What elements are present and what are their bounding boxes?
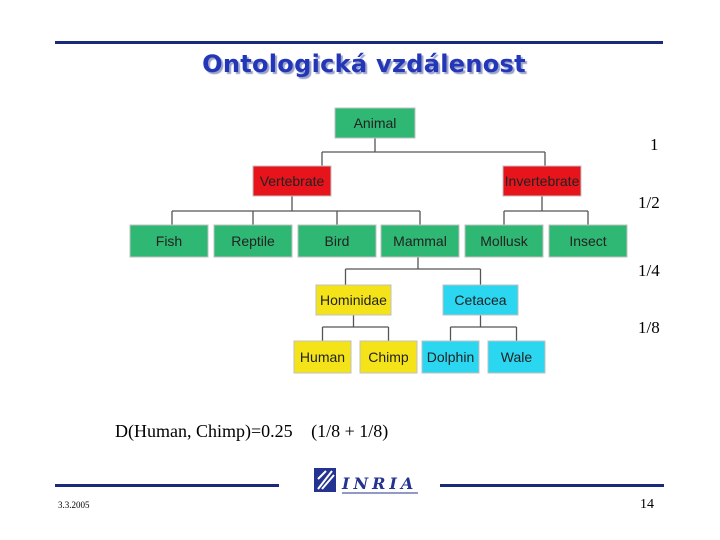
node-label: Mollusk [480, 233, 528, 249]
node-label: Cetacea [454, 292, 506, 308]
slide-title: Ontologická vzdálenost [202, 50, 526, 78]
bottom-rule-left [55, 484, 279, 487]
node-label: Mammal [393, 233, 447, 249]
node-mollusk: Mollusk [464, 224, 544, 258]
level-label-1-4: 1/4 [638, 261, 660, 280]
node-fish: Fish [129, 224, 209, 258]
level-label-1-8: 1/8 [638, 318, 660, 337]
top-rule [55, 41, 663, 44]
node-reptile: Reptile [213, 224, 293, 258]
page-number: 14 [640, 497, 654, 512]
inria-logo: INRIA [314, 468, 418, 494]
formula-sum: (1/8 + 1/8) [311, 421, 389, 441]
node-label: Bird [325, 233, 350, 249]
node-label: Wale [501, 349, 533, 365]
bottom-rule-right [440, 484, 664, 487]
level-label-1-2: 1/2 [638, 193, 660, 212]
node-label: Insect [569, 233, 606, 249]
formula-distance: D(Human, Chimp)=0.25 [115, 421, 293, 441]
node-human: Human [293, 340, 352, 374]
node-mammal: Mammal [380, 224, 460, 258]
slide-date: 3.3.2005 [58, 500, 90, 510]
node-bird: Bird [297, 224, 377, 258]
node-label: Chimp [368, 349, 409, 365]
node-label: Animal [354, 115, 397, 131]
level-label-1: 1 [650, 135, 659, 154]
node-label: Human [300, 349, 345, 365]
node-label: Reptile [231, 233, 275, 249]
distance-formula: D(Human, Chimp)=0.25 (1/8 + 1/8) [115, 421, 402, 442]
node-label: Dolphin [427, 349, 474, 365]
svg-text:INRIA: INRIA [341, 474, 417, 493]
node-label: Vertebrate [260, 173, 325, 189]
node-animal: Animal [334, 107, 416, 139]
node-label: Invertebrate [505, 173, 580, 189]
node-invertebrate: Invertebrate [502, 165, 582, 197]
node-label: Hominidae [320, 292, 387, 308]
node-hominidae: Hominidae [315, 284, 392, 316]
node-cetacea: Cetacea [442, 284, 519, 316]
node-insect: Insect [548, 224, 628, 258]
node-dolphin: Dolphin [421, 340, 480, 374]
node-label: Fish [156, 233, 182, 249]
node-chimp: Chimp [359, 340, 418, 374]
node-vertebrate: Vertebrate [252, 165, 332, 197]
tree-edges [171, 138, 589, 341]
node-wale: Wale [487, 340, 546, 374]
